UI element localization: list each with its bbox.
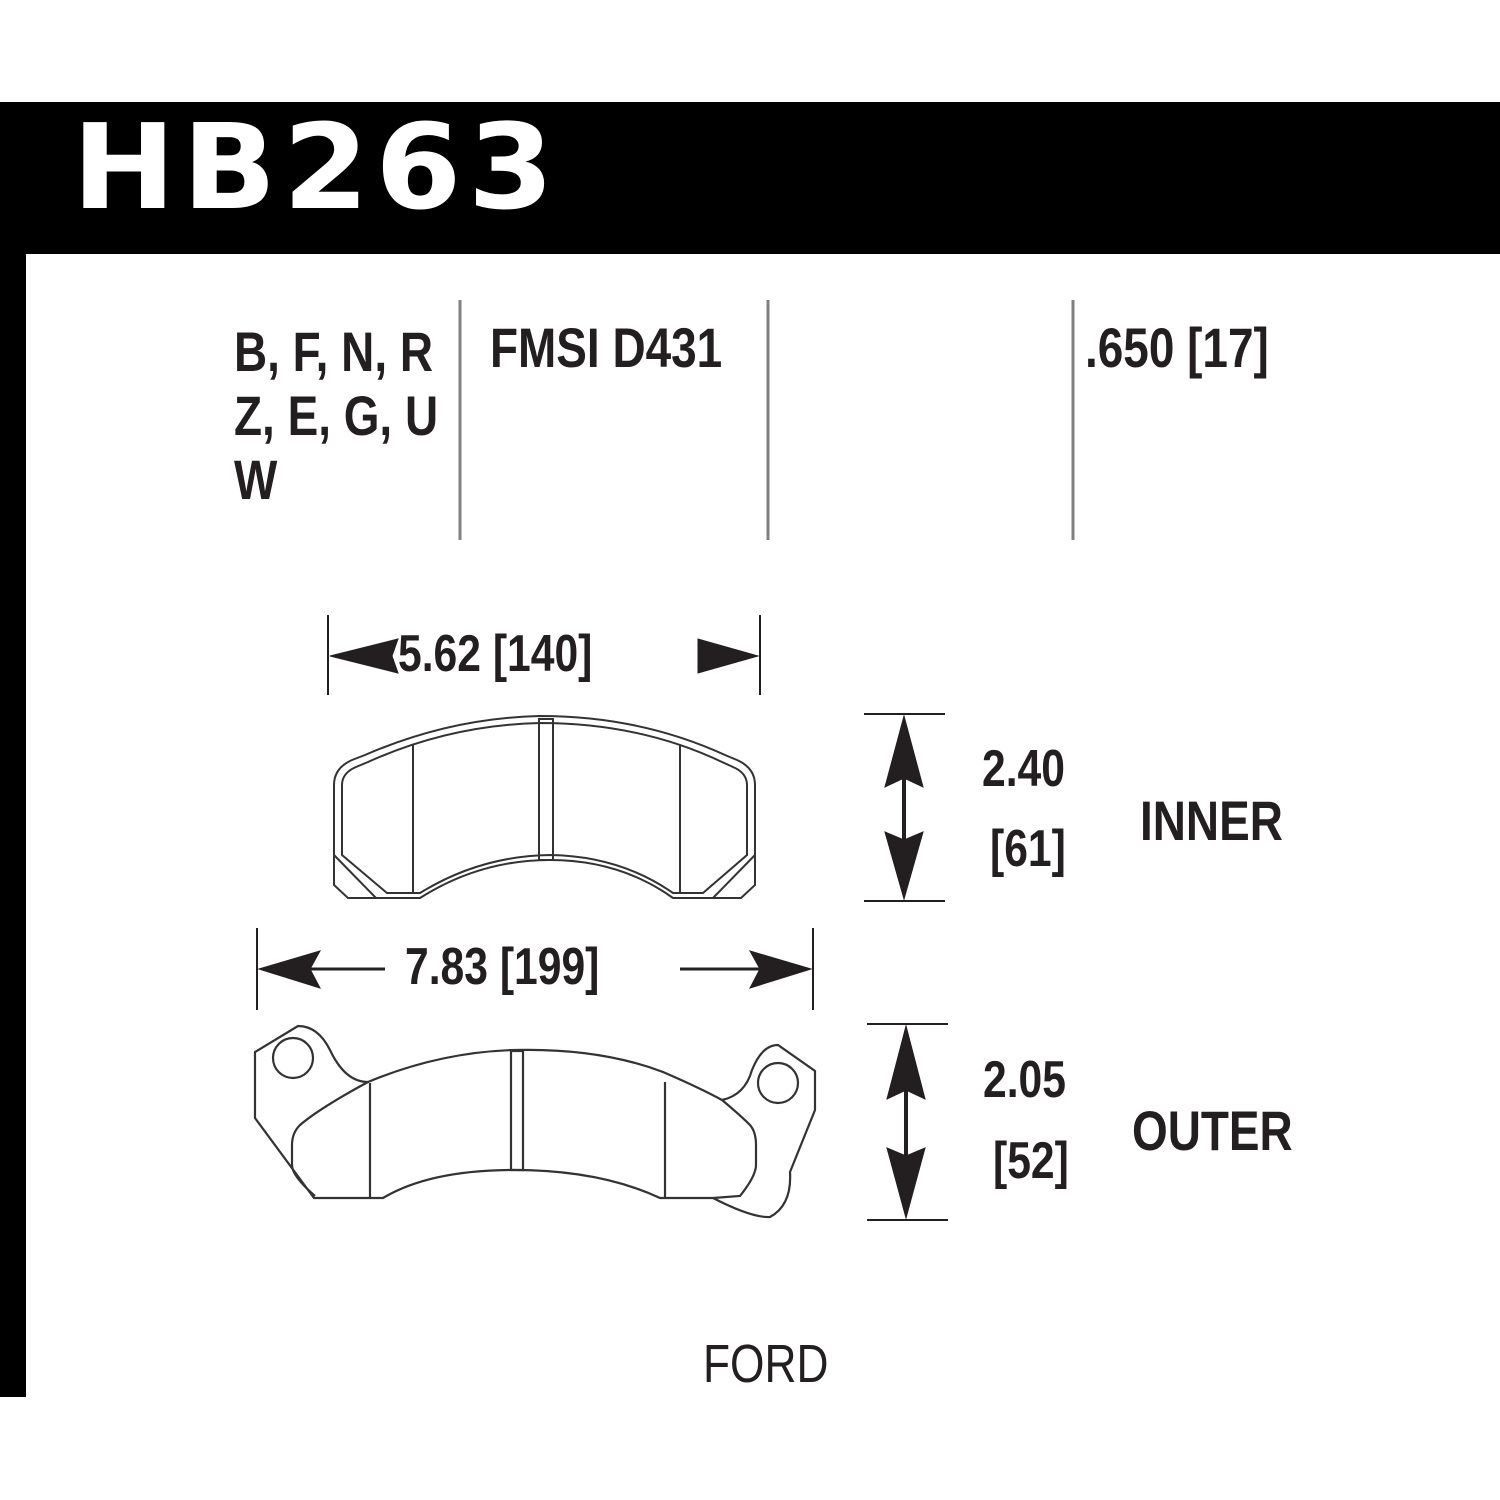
inner-height-dimension (864, 713, 945, 902)
inner-height-inches: 2.40 (982, 740, 1065, 798)
inner-width-dimension (327, 615, 761, 695)
outer-width-label: 7.83 [199] (405, 938, 600, 996)
outer-height-dimension (867, 1023, 948, 1221)
arrow-up-icon (886, 1024, 926, 1100)
arrow-down-icon (886, 1147, 926, 1220)
arrow-left-icon (329, 638, 399, 674)
inner-height-mm: [61] (990, 820, 1066, 878)
inner-pad-label: INNER (1140, 789, 1283, 852)
compound-line: Z, E, G, U (234, 384, 439, 447)
inner-width-label: 5.62 [140] (398, 625, 593, 683)
compound-line: W (234, 448, 278, 511)
arrow-down-icon (884, 831, 924, 901)
outer-height-mm: [52] (993, 1132, 1069, 1190)
outer-pad-label: OUTER (1132, 1099, 1293, 1162)
header-bar (0, 102, 1500, 254)
column-dividers (458, 300, 1075, 540)
fmsi-number: FMSI D431 (490, 316, 723, 379)
outer-pad-drawing (253, 1024, 817, 1219)
compound-line: B, F, N, R (234, 320, 434, 383)
pad-thickness: .650 [17] (1085, 316, 1269, 379)
left-border-bar (0, 102, 26, 1397)
mounting-hole-left (271, 1036, 315, 1080)
arrow-up-icon (884, 714, 924, 788)
mounting-hole-right (756, 1061, 800, 1105)
outer-height-inches: 2.05 (983, 1051, 1066, 1109)
part-number-title: HB263 (72, 98, 561, 236)
inner-pad-drawing (333, 714, 756, 899)
outer-width-dimension (256, 928, 814, 1010)
arrow-right-icon (697, 638, 760, 674)
vehicle-make: FORD (703, 1334, 829, 1394)
